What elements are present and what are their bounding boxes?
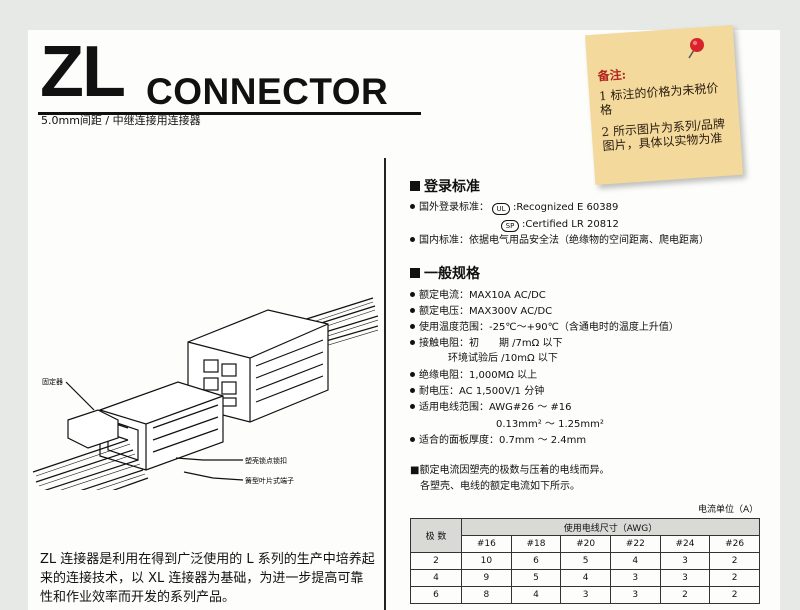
- table-cell: 3: [659, 552, 711, 570]
- table-cell: 10: [461, 552, 512, 570]
- standards-heading: 登录标准: [410, 178, 480, 196]
- table-unit: 电流单位（A）: [698, 505, 759, 515]
- description-line: 来的连接技术，以 XL 连接器为基础，为进一步提高可靠: [40, 571, 364, 586]
- bullet-icon: [410, 340, 415, 345]
- product-title: CONNECTOR: [146, 71, 389, 112]
- spec-item: 耐电压：AC 1,500V/1 分钟: [410, 385, 544, 398]
- header-awg: #26: [709, 535, 760, 553]
- table-cell: 8: [461, 586, 512, 604]
- label-housing-lock: 塑壳锁点锁扣: [245, 456, 287, 465]
- spec-item: 使用温度范围：-25℃～+90℃（含通电时的温度上升值）: [410, 321, 679, 334]
- table-row: 6 8 4 3 3 2 2: [410, 586, 760, 604]
- wires-right: [277, 297, 378, 353]
- bullet-icon: [410, 324, 415, 329]
- spec-item: 接触电阻：初 期 /7mΩ 以下: [410, 337, 562, 350]
- label-terminal: 簧型叶片式端子: [245, 476, 294, 485]
- table-row: 4 9 5 4 3 3 2: [410, 569, 760, 587]
- subtitle: 5.0mm间距 / 中继连接用连接器: [41, 114, 201, 127]
- table-cell: 3: [609, 569, 661, 587]
- csa-standard-row: SP:Certified LR 20812: [498, 218, 619, 232]
- column-divider: [384, 158, 386, 610]
- table-cell: 5: [560, 552, 611, 570]
- bullet-icon: [410, 437, 415, 442]
- pushpin-icon: [688, 38, 704, 59]
- bullet-icon: [410, 372, 415, 377]
- product-code-title: ZL: [40, 32, 126, 112]
- table-row: 2 10 6 5 4 3 2: [410, 552, 760, 570]
- spec-item-continued: 0.13mm² ～ 1.25mm²: [496, 419, 604, 430]
- csa-mark-icon: SP: [501, 220, 519, 232]
- spec-item: 绝缘电阻：1,000MΩ 以上: [410, 369, 537, 382]
- header-awg: #24: [659, 535, 711, 553]
- header-awg: #16: [461, 535, 512, 553]
- table-cell: 4: [510, 586, 562, 604]
- product-description: ZL 连接器是利用在得到广泛使用的 L 系列的生产中培养起 来的连接技术，以 X…: [40, 550, 385, 607]
- plug-housing: [99, 381, 224, 471]
- domestic-standard-row: 国内标准：依据电气用品安全法（绝缘物的空间距离、爬电距离）: [410, 234, 709, 247]
- header-awg: #22: [609, 535, 661, 553]
- bullet-icon: [410, 204, 415, 209]
- table-cell: 2: [709, 586, 760, 604]
- bullet-icon: [410, 388, 415, 393]
- table-cell: 3: [659, 569, 711, 587]
- rating-note-line2: 各塑壳、电线的额定电流如下所示。: [420, 481, 580, 492]
- cell-poles: 6: [410, 586, 462, 604]
- connector-illustration: 固定器 塑壳锁点锁扣 簧型叶片式端子: [32, 297, 378, 490]
- bullet-icon: [410, 237, 415, 242]
- heading-square-icon: [410, 268, 420, 278]
- table-cell: 2: [709, 569, 760, 587]
- ul-mark-icon: UL: [492, 203, 510, 215]
- header-poles: 极 数: [410, 518, 462, 553]
- fixer: [67, 409, 119, 449]
- label-fixer: 固定器: [42, 377, 63, 386]
- bullet-icon: [410, 292, 415, 297]
- heading-square-icon: [410, 181, 420, 191]
- spec-item-continued: 环境试验后 /10mΩ 以下: [448, 353, 558, 364]
- note-line: 1 标注的价格为未税价格: [598, 81, 719, 118]
- table-cell: 4: [560, 569, 611, 587]
- table-cell: 5: [510, 569, 562, 587]
- table-cell: 6: [510, 552, 562, 570]
- cell-poles: 4: [410, 569, 462, 587]
- header-awg: #20: [560, 535, 611, 553]
- rating-note-line1: ■额定电流因塑壳的极数与压着的电线而异。: [410, 465, 610, 476]
- spec-item: 适用电线范围：AWG#26 ～ #16: [410, 401, 572, 414]
- title-rule: [38, 112, 421, 115]
- bullet-icon: [410, 404, 415, 409]
- cell-poles: 2: [410, 552, 462, 570]
- specs-heading: 一般规格: [410, 265, 480, 283]
- header-awg: #18: [510, 535, 562, 553]
- header-wire-size: 使用电线尺寸（AWG）: [461, 518, 760, 536]
- spec-item: 适合的面板厚度：0.7mm ～ 2.4mm: [410, 434, 586, 447]
- table-cell: 2: [659, 586, 711, 604]
- table-cell: 3: [609, 586, 661, 604]
- description-line: ZL 连接器是利用在得到广泛使用的 L 系列的生产中培养起: [40, 552, 375, 567]
- description-line: 性和作业效率而开发的系列产品。: [40, 590, 236, 605]
- table-cell: 2: [709, 552, 760, 570]
- spec-item: 额定电流：MAX10A AC/DC: [410, 289, 546, 302]
- sticky-note-text: 备注: 1 标注的价格为未税价格 2 所示图片为系列/品牌图片，具体以实物为准: [597, 61, 728, 153]
- spec-item: 额定电压：MAX300V AC/DC: [410, 305, 552, 318]
- rated-current-table: 极 数 使用电线尺寸（AWG） #16 #18 #20 #22 #24 #26 …: [410, 518, 760, 604]
- table-cell: 9: [461, 569, 512, 587]
- intl-standard-row: 国外登录标准：UL:Recognized E 60389: [410, 201, 618, 215]
- bullet-icon: [410, 308, 415, 313]
- table-cell: 4: [609, 552, 661, 570]
- wires-left: [32, 439, 149, 490]
- table-cell: 3: [560, 586, 611, 604]
